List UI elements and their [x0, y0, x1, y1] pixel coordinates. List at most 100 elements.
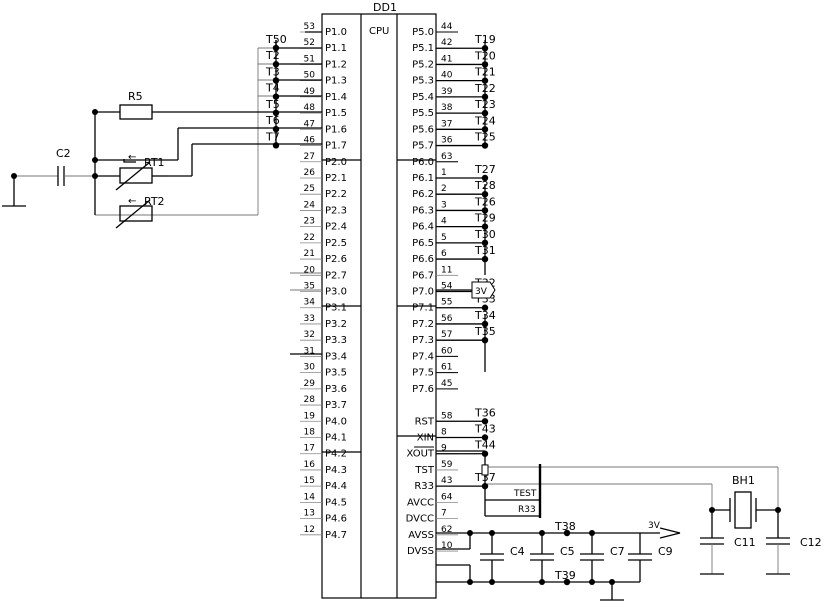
pin-name-P4.1: P4.1 [325, 433, 347, 444]
tp-label-T39: T39 [554, 569, 576, 582]
pin-name-P3.6: P3.6 [325, 384, 347, 395]
tp-label-T36: T36 [474, 406, 496, 419]
pin-number-45: 45 [441, 379, 452, 389]
pin-name-P6.6: P6.6 [412, 254, 434, 265]
tp-label-T44: T44 [474, 439, 496, 452]
vcc-arrow-label: 3V [648, 521, 661, 531]
test-point-T2[interactable] [272, 61, 280, 68]
pin-number-17: 17 [304, 444, 315, 454]
right-pin-group: 44P5.042P5.141P5.240P5.339P5.438P5.537P5… [406, 22, 458, 557]
pin-name-P2.2: P2.2 [325, 189, 347, 200]
test-point-T5[interactable] [272, 109, 280, 117]
pin-name-P2.7: P2.7 [325, 270, 347, 281]
pin-name-P1.0: P1.0 [325, 27, 347, 38]
pin-name-P5.7: P5.7 [412, 141, 434, 152]
pin-name-P4.0: P4.0 [325, 416, 347, 427]
tp-label-T43: T43 [474, 423, 496, 436]
chip-designator: DD1 [373, 1, 397, 14]
test-point-T4[interactable] [272, 93, 280, 100]
pin-number-55: 55 [441, 298, 452, 308]
pin-number-52: 52 [304, 38, 315, 48]
rt1-tempcoef-slash [115, 161, 151, 191]
pin-number-53: 53 [304, 22, 315, 32]
pin-number-33: 33 [304, 314, 315, 324]
bh1-label: BH1 [732, 474, 755, 487]
pin-number-47: 47 [304, 119, 315, 129]
pin-number-54: 54 [441, 282, 453, 292]
c12-label: C12 [800, 536, 822, 549]
pin-number-7: 7 [441, 509, 447, 519]
test-point-T39[interactable] [563, 578, 571, 586]
pin-number-8: 8 [441, 428, 447, 438]
pin-name-P3.2: P3.2 [325, 319, 347, 330]
pin-name-P5.6: P5.6 [412, 124, 434, 135]
pin-name-P5.4: P5.4 [412, 92, 434, 103]
pin-name-P5.3: P5.3 [412, 76, 434, 87]
pin-name-P3.1: P3.1 [325, 303, 347, 314]
pin-number-1: 1 [441, 168, 447, 178]
chip-label: CPU [369, 26, 389, 37]
pin-name-P4.7: P4.7 [325, 530, 347, 541]
pin-number-42: 42 [441, 38, 452, 48]
pin-name-TST: TST [414, 465, 434, 476]
test-point-T44[interactable] [481, 450, 489, 457]
pin-number-58: 58 [441, 411, 453, 421]
pin-number-25: 25 [304, 184, 315, 194]
pin-number-6: 6 [441, 249, 447, 259]
pin-name-P7.0: P7.0 [412, 287, 434, 298]
pin-number-30: 30 [304, 363, 316, 373]
pin-name-R33: R33 [414, 481, 434, 492]
pin-number-22: 22 [304, 233, 315, 243]
test-point-T25[interactable] [481, 142, 489, 149]
pin-name-RST: RST [415, 416, 435, 427]
pin-name-P6.3: P6.3 [412, 205, 434, 216]
tp-label-T38: T38 [554, 520, 576, 533]
pin-number-18: 18 [304, 428, 316, 438]
test-point-T6[interactable] [272, 125, 280, 133]
pin-number-32: 32 [304, 330, 315, 340]
pin-name-P1.7: P1.7 [325, 141, 347, 152]
pin-number-49: 49 [304, 87, 316, 97]
pin-name-P2.1: P2.1 [325, 173, 347, 184]
pin-name-P3.3: P3.3 [325, 335, 347, 346]
test-point-T38[interactable] [563, 529, 571, 537]
bh1-body [734, 491, 752, 529]
r33-net-label: R33 [518, 505, 536, 515]
test-point-T36[interactable] [481, 418, 489, 425]
test-point-T27[interactable] [481, 174, 489, 182]
test-point-T7[interactable] [272, 142, 280, 149]
test-point-T43[interactable] [481, 434, 489, 441]
pin-name-P1.6: P1.6 [325, 124, 347, 135]
pin-name-P2.4: P2.4 [325, 222, 347, 233]
pin-number-19: 19 [304, 411, 316, 421]
r5-label: R5 [128, 90, 143, 103]
test-point-T33[interactable] [481, 304, 489, 311]
chip-dd1: DD1 CPU [321, 1, 437, 599]
pin-number-51: 51 [304, 54, 315, 64]
tst-marker [481, 464, 489, 476]
pin-name-XIN: XIN [417, 433, 434, 444]
pin-number-50: 50 [304, 71, 316, 81]
pin-number-4: 4 [441, 217, 447, 227]
pin-number-5: 5 [441, 233, 447, 243]
tp-label-T27: T27 [474, 163, 496, 176]
c4-label: C4 [510, 545, 525, 558]
test-point-T3[interactable] [272, 77, 280, 84]
pin-name-P4.2: P4.2 [325, 449, 347, 460]
c5-label: C5 [560, 545, 575, 558]
pin-name-P1.5: P1.5 [325, 108, 347, 119]
pin-name-P3.0: P3.0 [325, 287, 347, 298]
pin-name-P1.1: P1.1 [325, 43, 347, 54]
pin-number-43: 43 [441, 476, 452, 486]
pin-name-P7.1: P7.1 [412, 303, 434, 314]
pin-number-46: 46 [304, 136, 316, 146]
pin-number-14: 14 [304, 492, 316, 502]
pin-number-11: 11 [441, 265, 452, 275]
pin-name-P4.6: P4.6 [325, 514, 347, 525]
pin-name-P1.4: P1.4 [325, 92, 347, 103]
pin-name-P5.0: P5.0 [412, 27, 434, 38]
pin-name-P3.4: P3.4 [325, 351, 347, 362]
test-point-T37[interactable] [481, 482, 489, 490]
rt1-label: RT1 [144, 156, 165, 169]
